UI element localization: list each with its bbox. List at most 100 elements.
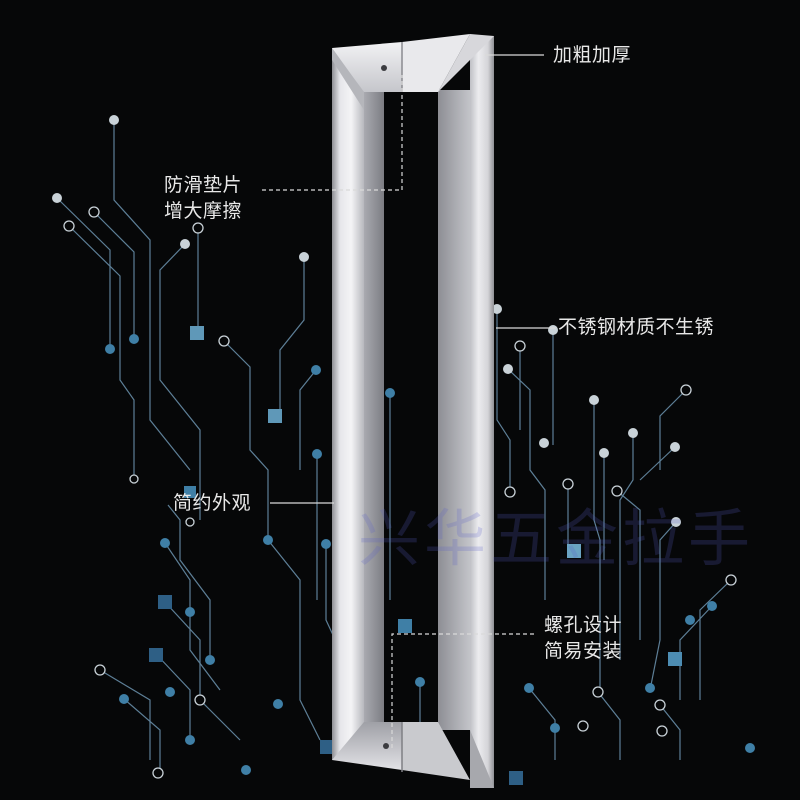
- circuit-trace: [507, 368, 546, 600]
- circuit-node: [152, 767, 164, 779]
- circuit-node: [52, 193, 62, 203]
- callout-screw-line2: 简易安装: [544, 640, 623, 662]
- circuit-trace: [68, 225, 135, 479]
- circuit-node: [577, 720, 589, 732]
- circuit-trace: [279, 257, 305, 416]
- circuit-chip: [398, 619, 412, 633]
- circuit-node: [685, 615, 695, 625]
- circuit-trace: [659, 389, 687, 470]
- circuit-node: [311, 365, 321, 375]
- circuit-chip: [509, 771, 523, 785]
- circuit-node: [218, 335, 230, 347]
- circuit-trace: [267, 539, 321, 741]
- circuit-node: [185, 607, 195, 617]
- circuit-trace: [164, 601, 241, 741]
- circuit-node: [415, 677, 425, 687]
- circuit-node: [562, 478, 574, 490]
- bottom-screw-icon: [383, 743, 389, 749]
- circuit-trace: [699, 579, 732, 700]
- circuit-node: [503, 364, 513, 374]
- circuit-node: [180, 239, 190, 249]
- handle-right-bar: [438, 36, 494, 788]
- circuit-trace: [113, 120, 191, 471]
- circuit-node: [656, 725, 668, 737]
- circuit-node: [589, 395, 599, 405]
- circuit-chip: [268, 409, 282, 423]
- circuit-trace: [56, 197, 111, 349]
- circuit-chip: [158, 595, 172, 609]
- circuit-node: [599, 448, 609, 458]
- circuit-node: [273, 699, 283, 709]
- circuit-node: [680, 384, 692, 396]
- circuit-trace: [167, 504, 211, 660]
- circuit-chip: [320, 740, 334, 754]
- circuit-node: [321, 539, 331, 549]
- circuit-node: [524, 683, 534, 693]
- circuit-node: [299, 252, 309, 262]
- watermark-text: 兴华五金拉手: [358, 502, 755, 575]
- circuit-node: [109, 115, 119, 125]
- circuit-node: [492, 304, 502, 314]
- circuit-trace: [639, 446, 676, 481]
- circuit-node: [385, 388, 395, 398]
- circuit-node: [263, 535, 273, 545]
- callout-simple: 简约外观: [173, 492, 252, 514]
- circuit-node: [205, 655, 215, 665]
- circuit-node: [129, 334, 139, 344]
- circuit-node: [628, 428, 638, 438]
- handle-bottom-cap: [332, 722, 494, 788]
- circuit-trace: [223, 340, 269, 540]
- circuit-node: [707, 601, 717, 611]
- handle-left-bar: [332, 48, 384, 760]
- circuit-node: [312, 449, 322, 459]
- circuit-trace: [299, 369, 317, 470]
- circuit-node: [63, 220, 75, 232]
- circuit-trace: [616, 490, 641, 640]
- callout-thicken: 加粗加厚: [553, 44, 632, 66]
- circuit-trace: [99, 669, 151, 760]
- circuit-node: [160, 538, 170, 548]
- callout-antislip-line2: 增大摩擦: [164, 200, 243, 222]
- circuit-trace: [93, 211, 135, 339]
- circuit-node: [514, 340, 526, 352]
- circuit-node: [185, 517, 195, 527]
- circuit-node: [645, 683, 655, 693]
- circuit-trace: [528, 687, 556, 760]
- callout-leaders: [262, 54, 556, 748]
- circuit-chip: [149, 648, 163, 662]
- circuit-node: [539, 438, 549, 448]
- circuit-trace: [659, 704, 681, 760]
- top-screw-icon: [381, 65, 387, 71]
- circuit-node: [165, 687, 175, 697]
- circuit-chip: [668, 652, 682, 666]
- circuit-node: [185, 735, 195, 745]
- circuit-trace: [496, 309, 511, 492]
- circuit-trace: [123, 698, 161, 773]
- circuit-node: [105, 344, 115, 354]
- circuit-chip: [184, 486, 196, 498]
- callout-antislip-line1: 防滑垫片: [164, 174, 243, 196]
- circuit-node: [671, 517, 681, 527]
- circuit-node: [725, 574, 737, 586]
- circuit-node: [194, 694, 206, 706]
- circuit-trace: [593, 400, 601, 690]
- circuit-node: [670, 442, 680, 452]
- circuit-node: [94, 664, 106, 676]
- circuit-trace: [155, 653, 191, 740]
- circuit-node: [192, 222, 204, 234]
- circuit-trace: [159, 243, 201, 520]
- circuit-node: [88, 206, 100, 218]
- circuit-node: [611, 485, 623, 497]
- circuit-node: [241, 765, 251, 775]
- callout-antislip: 防滑垫片 增大摩擦: [164, 172, 242, 224]
- circuit-trace: [649, 521, 677, 691]
- circuit-node: [504, 486, 516, 498]
- circuit-trace: [597, 691, 621, 760]
- callout-screw-line1: 螺孔设计: [544, 614, 623, 636]
- circuit-node: [550, 723, 560, 733]
- callout-stainless: 不锈钢材质不生锈: [558, 316, 715, 338]
- circuit-trace: [679, 605, 713, 700]
